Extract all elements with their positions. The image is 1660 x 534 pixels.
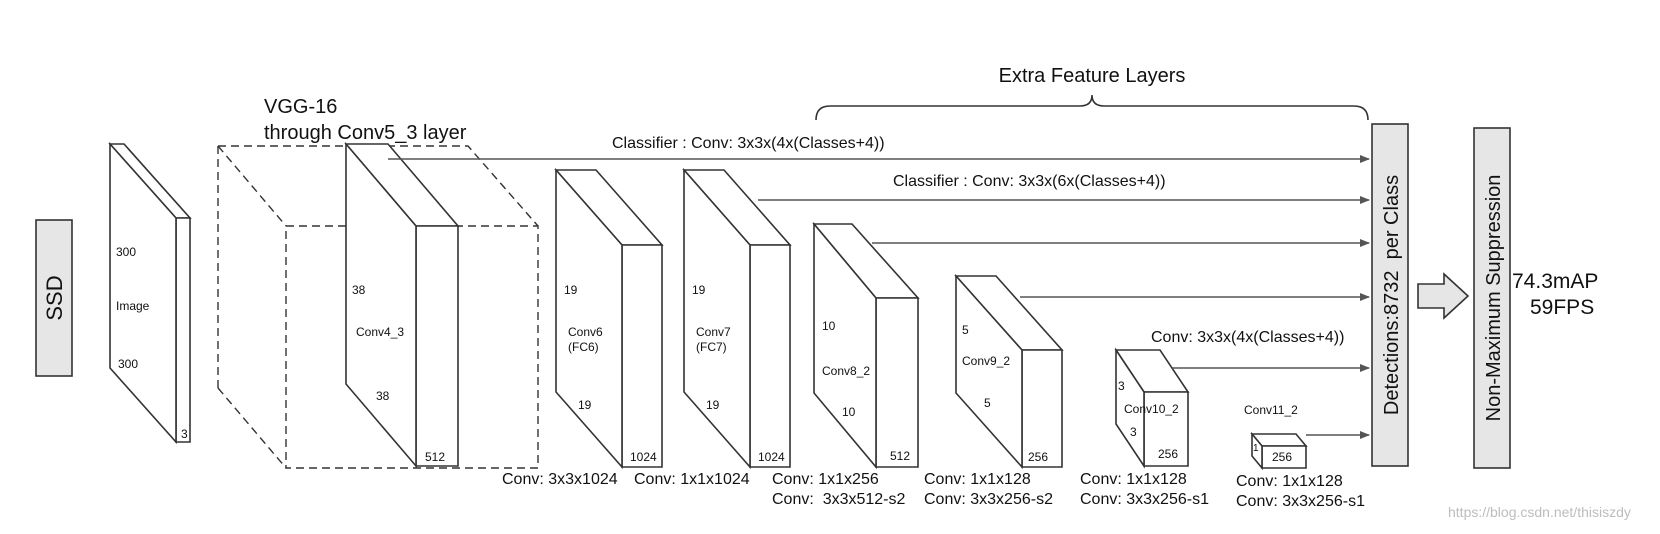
conv6-sublabel: (FC6) <box>568 340 599 354</box>
nms-label: Non-Maximum Suppression <box>1483 175 1505 422</box>
conv8-2-block: 10 Conv8_2 10 512 <box>812 221 920 470</box>
conv9-2-block: 5 Conv9_2 5 256 <box>954 273 1064 470</box>
classifier-top-label: Classifier : Conv: 3x3x(4x(Classes+4)) <box>612 135 885 152</box>
detections-label: Detections:8732 per Class <box>1381 175 1403 415</box>
conv9-2-op1-label: Conv: 1x1x128 <box>924 471 1031 488</box>
classifier-low-label: Conv: 3x3x(4x(Classes+4)) <box>1151 329 1344 346</box>
image-label: Image <box>116 299 150 313</box>
conv8-2-label: Conv8_2 <box>822 364 870 378</box>
conv6-block: 19 Conv6 (FC6) 19 1024 <box>554 167 664 470</box>
conv10-2-height-label: 3 <box>1118 379 1125 393</box>
result-map: 74.3mAP <box>1512 270 1598 293</box>
conv8-2-depth-label: 512 <box>890 449 910 463</box>
vgg16-title: VGG-16 <box>264 96 337 118</box>
conv10-2-depth-label: 256 <box>1158 447 1178 461</box>
conv7-label: Conv7 <box>696 325 731 339</box>
conv9-2-op2-label: Conv: 3x3x256-s2 <box>924 491 1053 508</box>
conv11-2-op2-label: Conv: 3x3x256-s1 <box>1236 493 1365 510</box>
input-image-block: 300 Image 300 3 <box>108 141 192 445</box>
watermark-text: https://blog.csdn.net/thisiszdy <box>1448 504 1631 520</box>
conv10-2-label: Conv10_2 <box>1124 402 1179 416</box>
conv10-2-op1-label: Conv: 1x1x128 <box>1080 471 1187 488</box>
image-width-label: 300 <box>118 357 138 371</box>
conv9-2-width-label: 5 <box>984 396 991 410</box>
conv7-width-label: 19 <box>706 398 720 412</box>
vgg16-subtitle: through Conv5_3 layer <box>264 122 467 144</box>
image-height-label: 300 <box>116 245 136 259</box>
ssd-title: SSD <box>42 275 67 320</box>
conv11-2-depth-label: 256 <box>1272 450 1292 464</box>
conv11-2-label: Conv11_2 <box>1244 403 1298 417</box>
conv4-3-height-label: 38 <box>352 283 366 297</box>
classifier-arrows: Classifier : Conv: 3x3x(4x(Classes+4)) C… <box>388 135 1370 439</box>
conv7-op-label: Conv: 1x1x1024 <box>634 471 750 488</box>
conv11-2-block: 1 256 Conv11_2 <box>1244 403 1308 471</box>
classifier-mid-label: Classifier : Conv: 3x3x(6x(Classes+4)) <box>893 173 1166 190</box>
extra-feature-layers-brace: Extra Feature Layers <box>815 65 1369 121</box>
conv7-sublabel: (FC7) <box>696 340 727 354</box>
result-fps: 59FPS <box>1530 296 1594 319</box>
conv4-3-width-label: 38 <box>376 389 390 403</box>
extra-feature-layers-label: Extra Feature Layers <box>999 65 1186 87</box>
conv6-depth-label: 1024 <box>630 450 657 464</box>
conv7-height-label: 19 <box>692 283 706 297</box>
conv6-height-label: 19 <box>564 283 578 297</box>
conv11-2-op1-label: Conv: 1x1x128 <box>1236 473 1343 490</box>
conv10-2-op2-label: Conv: 3x3x256-s1 <box>1080 491 1209 508</box>
conv8-2-op2-label: Conv: 3x3x512-s2 <box>772 491 906 508</box>
conv8-2-height-label: 10 <box>822 319 836 333</box>
conv8-2-width-label: 10 <box>842 405 856 419</box>
conv4-3-depth-label: 512 <box>425 450 445 464</box>
block-arrow-icon <box>1417 272 1470 320</box>
conv9-2-depth-label: 256 <box>1028 450 1048 464</box>
ssd-label-box: SSD <box>35 219 73 377</box>
nms-box: Non-Maximum Suppression <box>1473 127 1511 469</box>
conv7-depth-label: 1024 <box>758 450 785 464</box>
conv4-3-block: 38 Conv4_3 38 512 <box>344 141 460 469</box>
conv8-2-op1-label: Conv: 1x1x256 <box>772 471 879 488</box>
operation-labels: Conv: 3x3x1024 Conv: 1x1x1024 Conv: 1x1x… <box>502 471 1365 510</box>
image-depth-label: 3 <box>181 427 188 441</box>
conv6-label: Conv6 <box>568 325 603 339</box>
vgg16-dashed-block: VGG-16 through Conv5_3 layer <box>217 96 539 469</box>
conv6-op-label: Conv: 3x3x1024 <box>502 471 618 488</box>
conv7-block: 19 Conv7 (FC7) 19 1024 <box>682 167 792 470</box>
conv10-2-width-label: 3 <box>1130 425 1137 439</box>
conv4-3-label: Conv4_3 <box>356 325 404 339</box>
conv10-2-block: 3 Conv10_2 3 256 <box>1114 347 1190 469</box>
conv9-2-height-label: 5 <box>962 323 969 337</box>
detections-box: Detections:8732 per Class <box>1371 123 1409 467</box>
conv6-width-label: 19 <box>578 398 592 412</box>
conv9-2-label: Conv9_2 <box>962 354 1010 368</box>
conv11-2-height-label: 1 <box>1253 443 1259 454</box>
